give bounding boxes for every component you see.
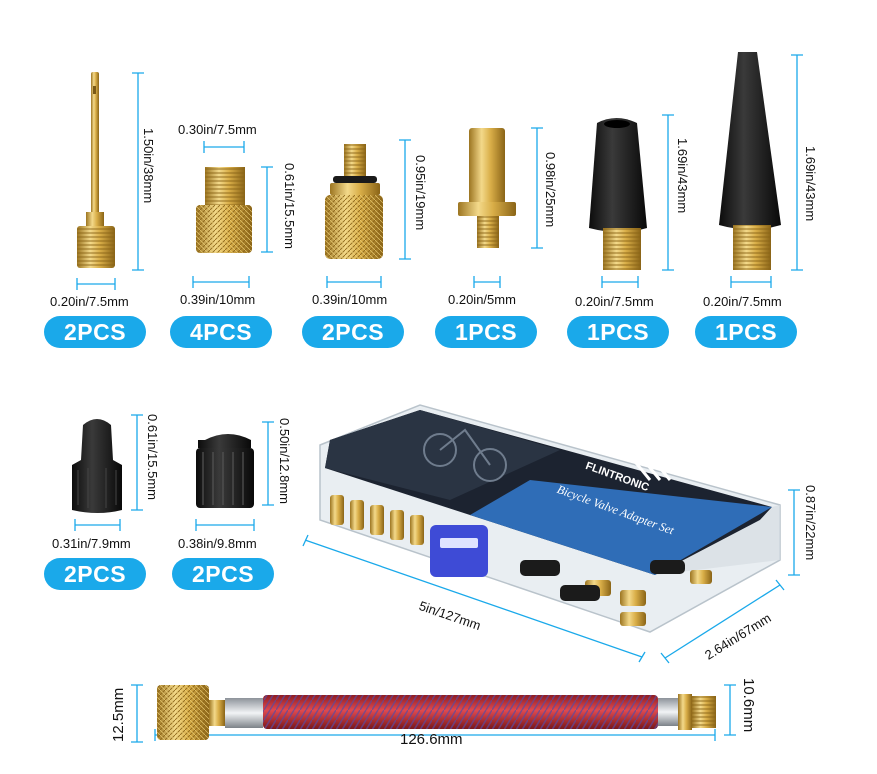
short-cone-height-label: 1.69in/43mm	[675, 138, 690, 214]
storage-box	[319, 404, 781, 633]
needle-qty-badge: 2PCS	[44, 316, 146, 348]
schrader-cap-qty-badge: 2PCS	[172, 558, 274, 590]
extension-hose	[157, 685, 716, 740]
short-cone-width-label: 0.20in/7.5mm	[575, 294, 654, 309]
hose-right-dia-label: 10.6mm	[740, 678, 757, 733]
dimension-lines	[74, 54, 803, 743]
hose-length-label: 126.6mm	[400, 731, 463, 748]
presta-cap-width-label: 0.31in/7.9mm	[52, 536, 131, 551]
nozzle-qty-badge: 1PCS	[435, 316, 537, 348]
presta-adapter	[196, 167, 252, 253]
tall-cone-qty-badge: 1PCS	[695, 316, 797, 348]
presta-width-label: 0.39in/10mm	[180, 292, 256, 307]
schrader-cap	[196, 434, 254, 508]
schrader-cap-height-label: 0.50in/12.8mm	[277, 418, 292, 504]
presta-top-label: 0.30in/7.5mm	[178, 122, 257, 137]
knurled-adapter	[325, 144, 383, 259]
presta-cap-qty-badge: 2PCS	[44, 558, 146, 590]
knurled-width-label: 0.39in/10mm	[312, 292, 388, 307]
hose-left-dia-label: 12.5mm	[110, 687, 127, 742]
tall-rubber-cone	[719, 52, 781, 270]
needle-adapter	[77, 72, 115, 268]
tall-cone-height-label: 1.69in/43mm	[803, 146, 818, 222]
box-height-label: 0.87in/22mm	[803, 485, 818, 561]
knurled-qty-badge: 2PCS	[302, 316, 404, 348]
presta-cap-height-label: 0.61in/15.5mm	[145, 414, 160, 500]
knurled-height-label: 0.95in/19mm	[413, 155, 428, 231]
nozzle-width-label: 0.20in/5mm	[448, 292, 516, 307]
tall-cone-width-label: 0.20in/7.5mm	[703, 294, 782, 309]
schrader-cap-width-label: 0.38in/9.8mm	[178, 536, 257, 551]
presta-height-label: 0.61in/15.5mm	[282, 163, 297, 249]
short-rubber-cone	[589, 118, 647, 270]
presta-qty-badge: 4PCS	[170, 316, 272, 348]
brass-nozzle	[458, 128, 516, 248]
needle-width-label: 0.20in/7.5mm	[50, 294, 129, 309]
presta-cap	[72, 419, 122, 513]
nozzle-height-label: 0.98in/25mm	[543, 152, 558, 228]
short-cone-qty-badge: 1PCS	[567, 316, 669, 348]
needle-height-label: 1.50in/38mm	[141, 128, 156, 204]
